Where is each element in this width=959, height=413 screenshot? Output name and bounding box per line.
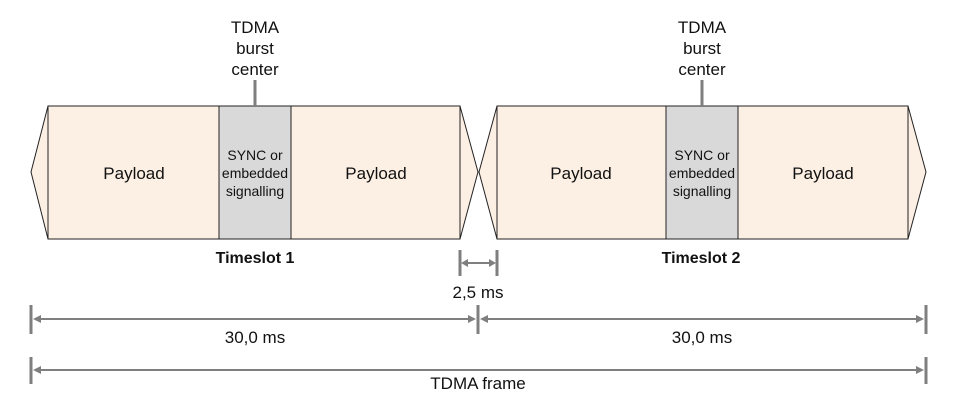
timeslot-2-burst-center-line-1: TDMA (678, 18, 727, 37)
slot-2-arrowhead-right (916, 315, 924, 323)
slot-2-duration-label: 30,0 ms (672, 328, 732, 347)
timeslot-1-burst-center-line-2: burst (236, 39, 274, 58)
timeslot-2-left-ramp (478, 105, 498, 240)
timeslot-2-sync-line-1: SYNC or (674, 147, 730, 163)
timeslot-2-right-ramp (907, 105, 927, 240)
timeslot-2-label: Timeslot 2 (662, 250, 741, 267)
timeslot-1-left-ramp (30, 105, 49, 240)
timeslot-1-sync-block (218, 105, 292, 240)
timeslot-1-payload-right-label: Payload (345, 164, 406, 183)
frame-label: TDMA frame (430, 374, 525, 393)
guard-gap-arrowhead-right (489, 259, 496, 267)
timeslot-1-right-ramp (459, 105, 479, 240)
timeslot-1-sync-line-1: SYNC or (227, 147, 283, 163)
timeslot-1-sync-line-2: embedded (222, 165, 288, 181)
timeslot-1-sync-line-3: signalling (226, 183, 284, 199)
timeslot-1-payload-right (290, 105, 461, 240)
frame-dimension (29, 357, 928, 384)
timeslot-2-burst-center-line-2: burst (683, 39, 721, 58)
timeslot-2-sync-line-2: embedded (669, 165, 735, 181)
timeslot-1-burst-center-line-1: TDMA (231, 18, 280, 37)
timeslot-2-payload-right-label: Payload (792, 164, 853, 183)
timeslot-2-sync-line-3: signalling (673, 183, 731, 199)
timeslot-1-label: Timeslot 1 (216, 250, 295, 267)
slot-2-arrowhead-left (480, 315, 488, 323)
slot-duration-dimensions (29, 305, 928, 334)
guard-gap-dimension (458, 250, 499, 276)
timeslot-2-payload-left-label: Payload (550, 164, 611, 183)
timeslot-1-burst-center-line-3: center (231, 60, 279, 79)
timeslot-1: TDMA burst center Payload SYNC or embedd… (30, 18, 479, 267)
guard-gap-label: 2,5 ms (452, 283, 503, 302)
frame-arrowhead-right (916, 366, 924, 374)
slot-1-arrowhead-left (33, 315, 41, 323)
timeslot-1-payload-left (47, 105, 220, 240)
slot-1-duration-label: 30,0 ms (225, 328, 285, 347)
timeslot-2-payload-right (737, 105, 909, 240)
timeslot-2-burst-center-line-3: center (678, 60, 726, 79)
timeslot-1-payload-left-label: Payload (103, 164, 164, 183)
guard-gap-arrowhead-left (461, 259, 468, 267)
timeslot-2: TDMA burst center Payload SYNC or embedd… (478, 18, 927, 267)
frame-arrowhead-left (33, 366, 41, 374)
slot-1-arrowhead-right (468, 315, 476, 323)
